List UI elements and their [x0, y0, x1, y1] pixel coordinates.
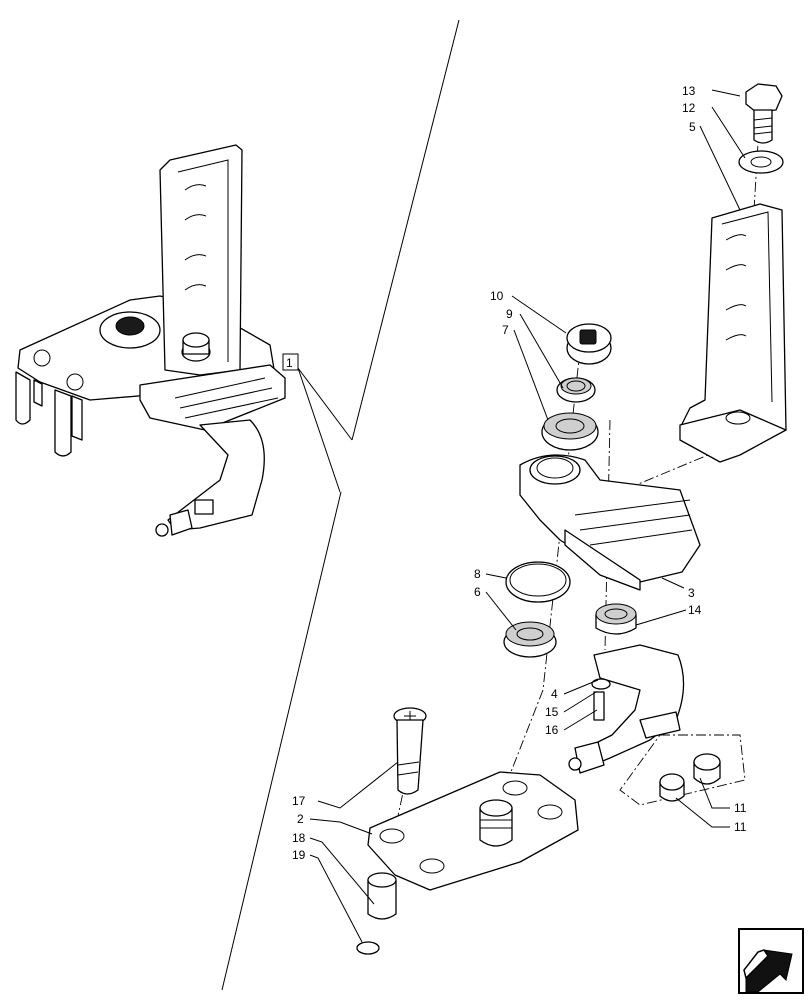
callout-8: 8: [474, 567, 481, 581]
part-14-bushing: [595, 603, 637, 635]
back-arrow-icon[interactable]: [738, 928, 804, 994]
assembled-pedal: [15, 144, 286, 537]
callout-5: 5: [689, 120, 696, 134]
part-16-screw: [593, 691, 605, 721]
part-15-washer: [591, 678, 611, 690]
part-3-pedal-body: [519, 454, 701, 591]
part-2-base-plate: [367, 771, 579, 891]
divider-line-upper: [351, 19, 460, 441]
part-11-bushings: [659, 753, 721, 802]
part-6-bushing: [503, 621, 557, 658]
callout-17: 17: [292, 794, 306, 808]
callout-12: 12: [682, 101, 696, 115]
callout-11-upper: 11: [734, 801, 747, 815]
callout-19: 19: [292, 848, 306, 862]
part-18-sleeve: [367, 872, 397, 920]
part-17-pin: [393, 707, 427, 795]
callout-18: 18: [292, 831, 306, 845]
callout-11-lower: 11: [734, 820, 747, 834]
part-9-seal: [556, 377, 596, 403]
part-19-ring: [356, 941, 380, 955]
callout-7: 7: [502, 323, 509, 337]
part-5-pedal-arm: [679, 203, 787, 463]
callout-9: 9: [506, 307, 513, 321]
part-13-bolt: [745, 83, 783, 144]
callout-14: 14: [688, 603, 702, 617]
callout-2: 2: [297, 812, 304, 826]
assembly-label: 1: [286, 356, 293, 370]
part-10-cap: [566, 323, 612, 365]
part-12-washer: [738, 150, 784, 174]
callout-15: 15: [545, 705, 559, 719]
callout-10: 10: [490, 289, 504, 303]
assembly-label-box: [282, 353, 299, 371]
lower-yoke: [568, 644, 685, 774]
part-8-o-ring: [505, 561, 571, 603]
back-arrow-glyph: [743, 949, 793, 993]
part-7-bearing: [541, 412, 599, 451]
callout-13: 13: [682, 84, 696, 98]
callout-16: 16: [545, 723, 559, 737]
callout-6: 6: [474, 585, 481, 599]
callout-4: 4: [551, 687, 558, 701]
divider-line-lower: [221, 491, 342, 991]
assembly-leader: [297, 367, 353, 493]
callout-3: 3: [688, 586, 695, 600]
